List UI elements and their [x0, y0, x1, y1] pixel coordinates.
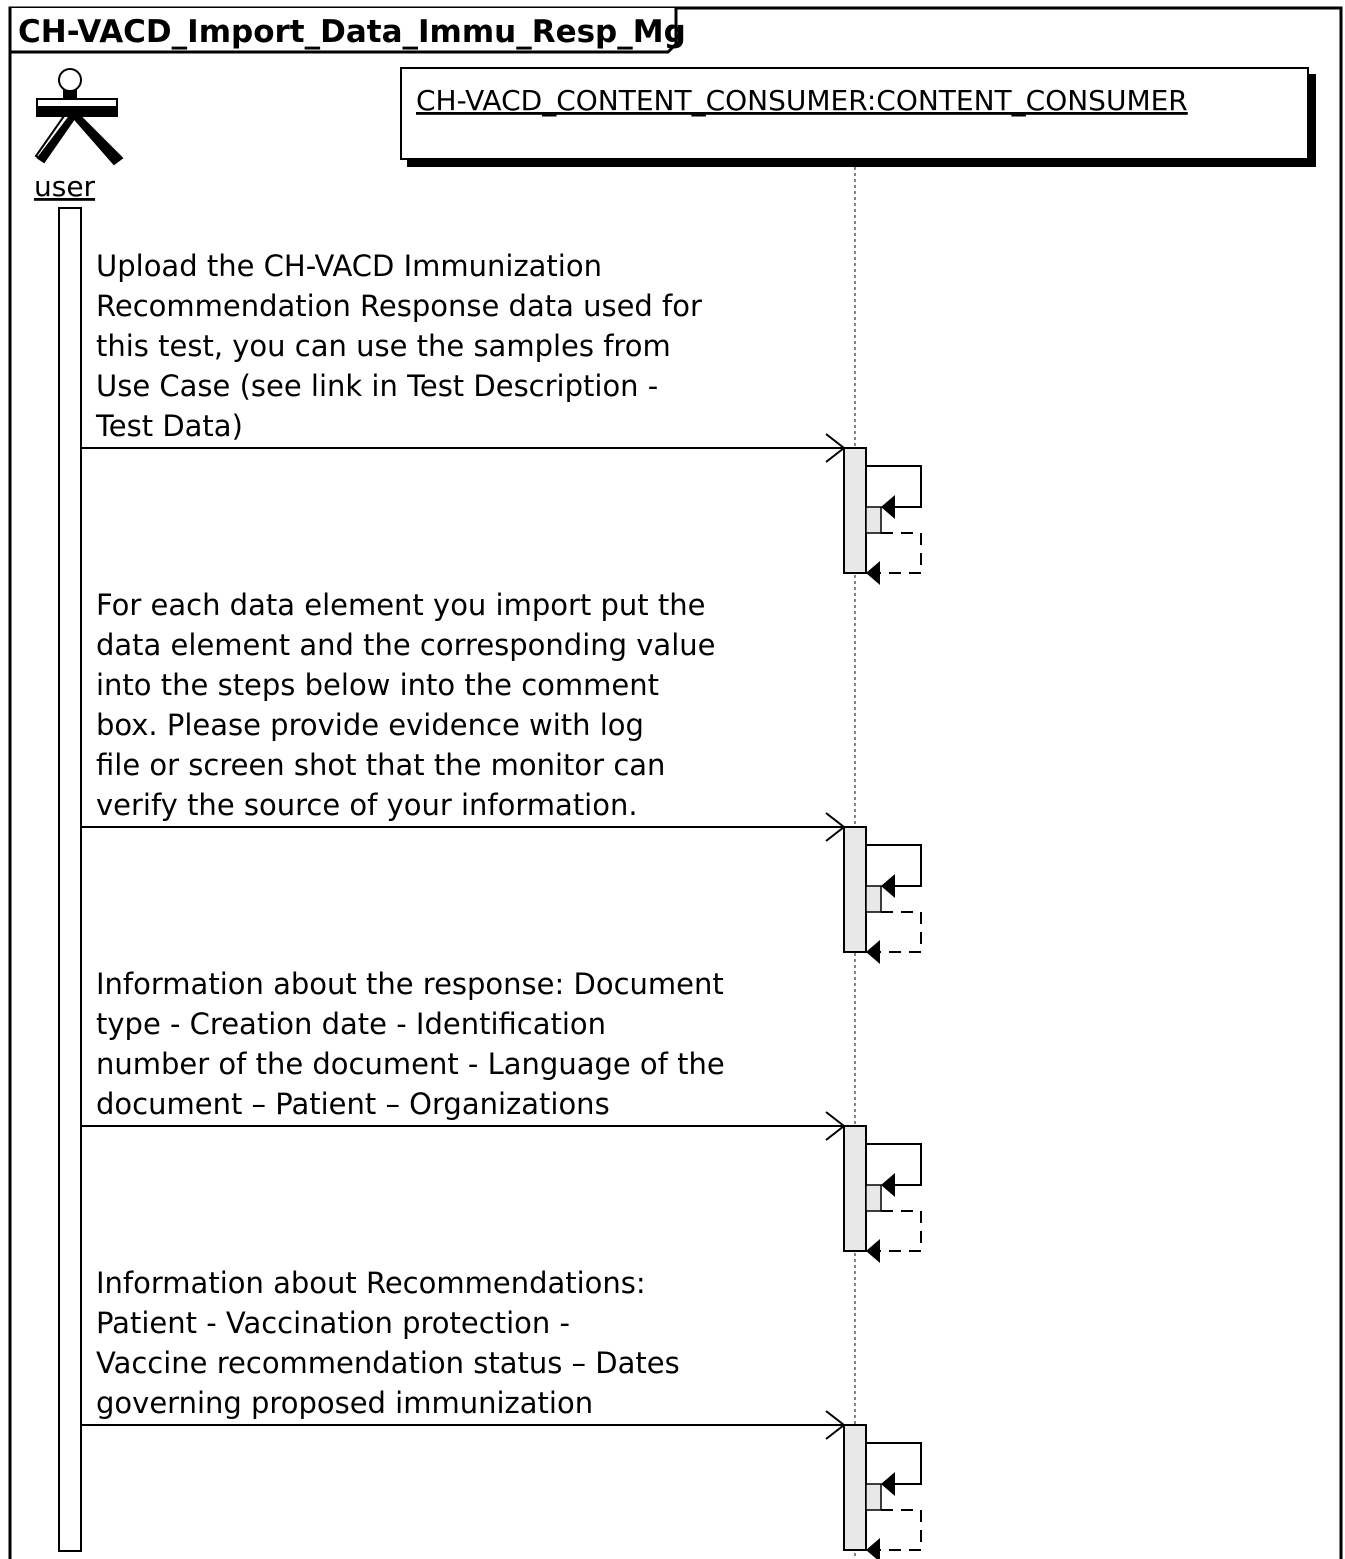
- message-text-line: data element and the corresponding value: [96, 628, 715, 662]
- message-text-line: verify the source of your information.: [96, 788, 638, 822]
- actor-activation-bar: [58, 207, 82, 1552]
- message-list: Upload the CH-VACD ImmunizationRecommend…: [81, 249, 922, 1559]
- self-call-line: [866, 844, 922, 887]
- message-text-line: number of the document - Language of the: [96, 1047, 725, 1081]
- frame-title: CH-VACD_Import_Data_Immu_Resp_Mg: [18, 14, 686, 50]
- self-call-line: [866, 1442, 922, 1485]
- frame-title-tab: [8, 8, 678, 54]
- message-text-line: governing proposed immunization: [96, 1386, 593, 1420]
- return-dashed-line: [868, 1509, 922, 1551]
- return-dashed-line: [868, 1210, 922, 1252]
- message-text-line: type - Creation date - Identification: [96, 1007, 606, 1041]
- target-activation-box: [843, 1125, 867, 1252]
- message-text-line: into the steps below into the comment: [96, 668, 659, 702]
- diagram-frame: [8, 6, 1343, 1559]
- return-arrowhead: [866, 561, 880, 585]
- self-call-activation: [865, 506, 882, 534]
- self-call-arrowhead: [881, 1173, 895, 1197]
- self-call-arrowhead: [881, 495, 895, 519]
- message-text-line: Upload the CH-VACD Immunization: [96, 249, 602, 283]
- self-call-activation: [865, 1184, 882, 1212]
- self-call-activation: [865, 885, 882, 913]
- message-text-line: Test Data): [95, 409, 243, 443]
- message-text-line: Information about Recommendations:: [96, 1266, 646, 1300]
- self-call-arrowhead: [881, 1472, 895, 1496]
- actor-stick-figure-icon: [34, 68, 124, 166]
- message-text-line: this test, you can use the samples from: [96, 329, 671, 363]
- self-call-line: [866, 465, 922, 508]
- return-dashed-line: [868, 532, 922, 574]
- participant-object-label: CH-VACD_CONTENT_CONSUMER:CONTENT_CONSUME…: [416, 84, 1188, 117]
- target-activation-box: [843, 1424, 867, 1551]
- message-text-line: box. Please provide evidence with log: [96, 708, 644, 742]
- self-call-line: [866, 1143, 922, 1186]
- message-text-line: Information about the response: Document: [96, 967, 724, 1001]
- return-arrowhead: [866, 1239, 880, 1263]
- return-arrowhead: [866, 1538, 880, 1559]
- message-text-line: For each data element you import put the: [96, 588, 705, 622]
- participant-box: [400, 67, 1309, 160]
- target-activation-box: [843, 826, 867, 953]
- return-dashed-line: [868, 911, 922, 953]
- self-call-arrowhead: [881, 874, 895, 898]
- message-text-line: Vaccine recommendation status – Dates: [96, 1346, 680, 1380]
- message-text-line: Patient - Vaccination protection -: [96, 1306, 570, 1340]
- message-text-line: Recommendation Response data used for: [96, 289, 702, 323]
- return-arrowhead: [866, 940, 880, 964]
- participant-actor-label: user: [34, 170, 96, 203]
- message-text-line: Use Case (see link in Test Description -: [96, 369, 658, 403]
- message-text-line: document – Patient – Organizations: [96, 1087, 610, 1121]
- self-call-activation: [865, 1483, 882, 1511]
- target-activation-box: [843, 447, 867, 574]
- message-text-line: file or screen shot that the monitor can: [96, 748, 665, 782]
